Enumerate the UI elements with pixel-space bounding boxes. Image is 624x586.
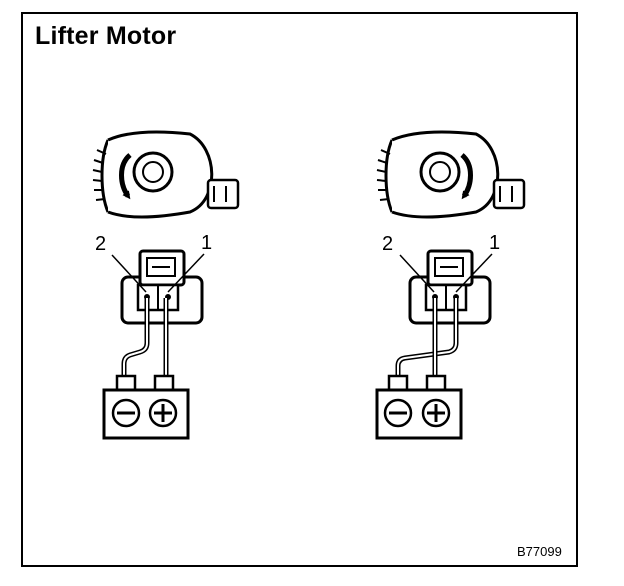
right-battery: [375, 374, 463, 440]
right-pin-1-leader: [455, 253, 493, 293]
left-pin-1-leader: [167, 253, 205, 293]
left-pin-2-leader: [111, 254, 147, 293]
left-wires: [121, 298, 169, 378]
right-pin-1-label: 1: [489, 232, 500, 254]
right-motor-view: 2 1: [375, 130, 526, 440]
diagram-frame: [21, 12, 578, 567]
left-motor-connector: [206, 178, 240, 210]
diagram-title: Lifter Motor: [35, 22, 177, 50]
right-battery-negative-icon: [383, 398, 413, 428]
left-gear-teeth-icon: [92, 149, 107, 201]
left-motor-view: 2 1: [92, 130, 240, 440]
right-gear-teeth-icon: [376, 149, 391, 201]
left-motor-shaft-inner: [142, 161, 164, 183]
reference-code: B77099: [517, 544, 562, 559]
right-rotation-arrow-icon: [460, 153, 473, 200]
left-battery-negative-icon: [111, 398, 141, 428]
right-pin-2-label: 2: [382, 233, 393, 255]
left-battery: [102, 374, 190, 440]
right-connector-closeup: [408, 249, 492, 325]
right-pin-2-leader: [399, 254, 435, 293]
left-rotation-arrow-icon: [119, 153, 132, 200]
left-pin-1-label: 1: [201, 232, 212, 254]
right-battery-positive-icon: [421, 398, 451, 428]
left-connector-closeup: [120, 249, 204, 325]
right-motor-connector: [492, 178, 526, 210]
right-wires: [395, 298, 459, 378]
left-pin-2-label: 2: [95, 233, 106, 255]
left-battery-positive-icon: [148, 398, 178, 428]
right-motor-shaft-inner: [429, 161, 451, 183]
